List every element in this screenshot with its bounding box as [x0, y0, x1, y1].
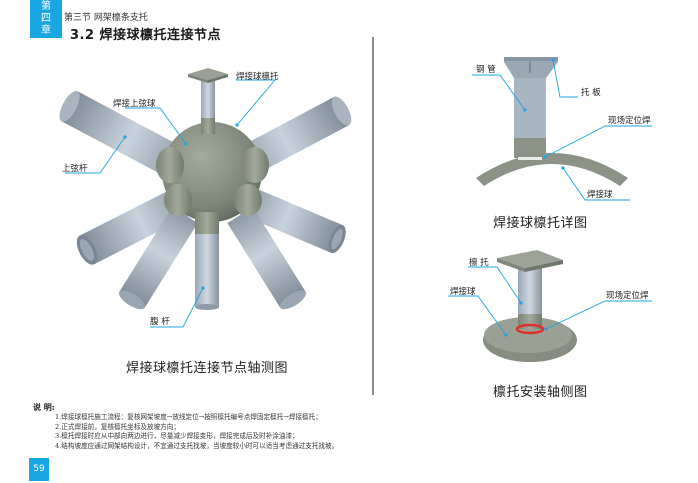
- note-item: 2.正式焊接前，复核檩托坐标及放坡方向；: [55, 422, 180, 431]
- purlin-install-figure: [448, 250, 652, 362]
- purlin-support-detail-figure: [472, 57, 652, 201]
- label-support-plate: 托 板: [581, 88, 601, 98]
- note-item: 1.焊接球檩托施工流程：复核网架坡度→放线定位→按照檩托编号点焊固定檩托→焊接檩…: [55, 413, 322, 421]
- label-web-bar: 腹 杆: [150, 317, 170, 327]
- label-site-tack-weld: 现场定位焊: [606, 291, 649, 301]
- chapter-badge: 第 四 章: [30, 0, 62, 38]
- label-purlin-support: 焊接球檩托: [236, 72, 279, 82]
- page-number-badge: 59: [29, 458, 49, 481]
- chapter-badge-char: 章: [41, 25, 51, 36]
- label-welded-ball: 焊接球: [587, 190, 613, 200]
- notes-list: 1.焊接球檩托施工流程：复核网架坡度→放线定位→按照檩托编号点焊固定檩托→焊接檩…: [55, 413, 338, 451]
- section-subtitle: 第三节 网架檩条支托: [64, 13, 148, 23]
- label-welded-ball: 焊接球: [450, 287, 476, 297]
- label-purlin-support: 檩 托: [469, 258, 489, 268]
- chapter-badge-char: 第: [41, 1, 51, 12]
- label-steel-pipe: 钢 管: [476, 65, 496, 75]
- note-item: 4.结构坡度应通过网架结构设计，不宜通过支托找坡，当坡度较小时可以适当考虑通过支…: [55, 441, 339, 450]
- notes-title: 说 明:: [33, 402, 55, 412]
- label-upper-chord-ball: 焊接上弦球: [113, 99, 156, 109]
- label-upper-chord-bar: 上弦杆: [62, 164, 88, 174]
- caption-install-figure: 檩托安装轴侧图: [493, 385, 588, 400]
- chapter-badge-char: 四: [41, 13, 51, 24]
- label-site-tack-weld: 现场定位焊: [608, 116, 651, 126]
- caption-main-figure: 焊接球檩托连接节点轴测图: [126, 361, 289, 376]
- note-item: 3.檩托焊接时应从中部向两边进行，尽量减少焊接变形，焊接完成后及时补涂油漆；: [55, 432, 299, 441]
- ball-node-figure: [59, 68, 352, 328]
- column-divider: [372, 37, 374, 395]
- caption-detail-figure: 焊接球檩托详图: [493, 216, 588, 231]
- section-title: 3.2 焊接球檩托连接节点: [70, 28, 222, 43]
